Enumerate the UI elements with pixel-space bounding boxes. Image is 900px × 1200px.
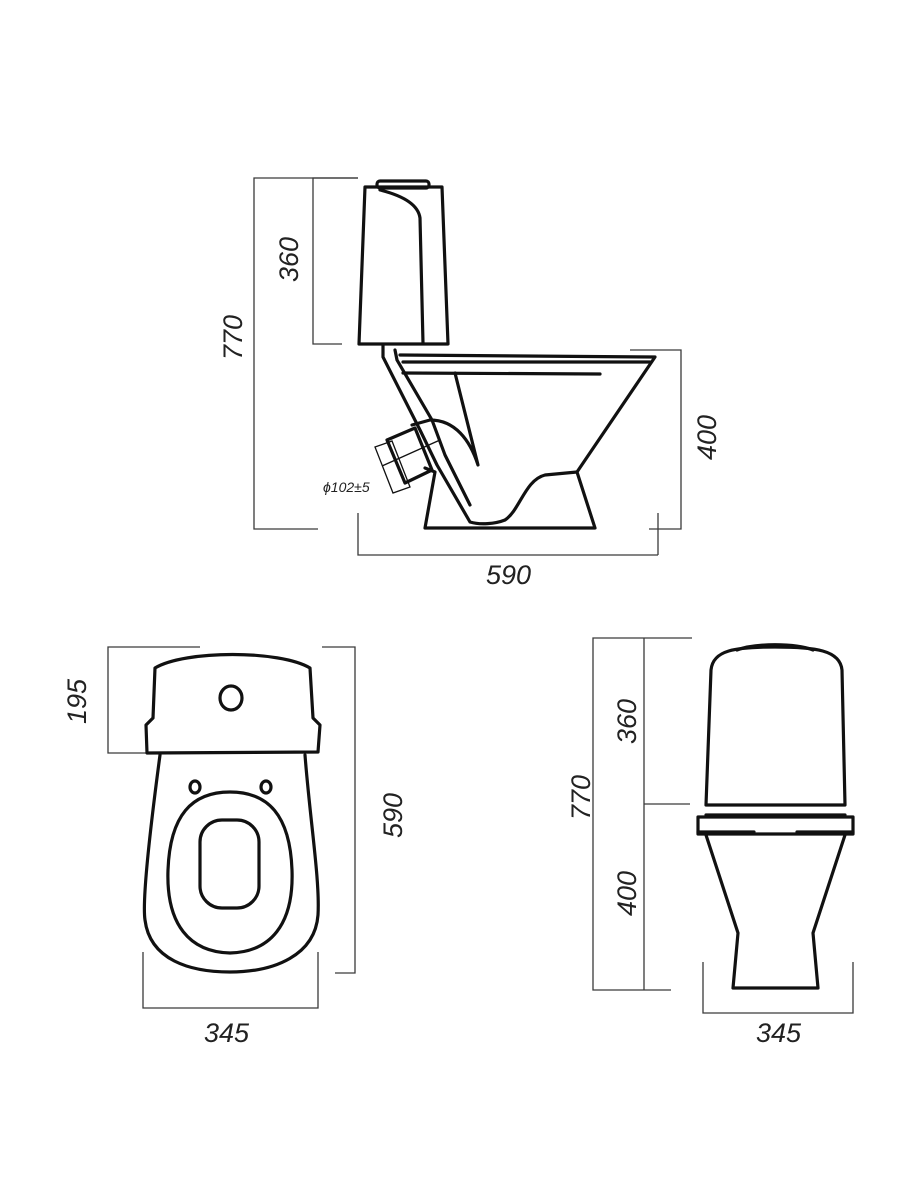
top-depth-label: 590 (378, 793, 408, 838)
side-dimension-lines (253, 177, 682, 556)
outlet-diameter-label: ϕ102±5 (323, 479, 370, 495)
side-view: 770 360 400 590 ϕ102±5 (218, 177, 722, 590)
front-tank-height-label: 360 (612, 699, 642, 744)
front-width-label: 345 (756, 1018, 802, 1048)
front-total-height-label: 770 (566, 775, 596, 820)
front-view: 770 360 400 345 (566, 637, 855, 1048)
front-bowl-height-label: 400 (612, 871, 642, 916)
side-bowl-height-label: 400 (692, 415, 722, 460)
side-total-height-label: 770 (218, 315, 248, 360)
side-depth-label: 590 (486, 560, 531, 590)
front-tank (704, 643, 847, 817)
side-tank (357, 179, 450, 346)
side-bowl (374, 343, 657, 530)
top-tank-depth-label: 195 (62, 678, 92, 724)
front-dimension-lines (592, 637, 854, 1014)
front-bowl (696, 815, 855, 990)
side-tank-height-label: 360 (274, 237, 304, 282)
top-dimension-lines (107, 646, 356, 1009)
top-tank (144, 652, 322, 755)
top-view: 195 590 345 (62, 646, 408, 1048)
top-bowl (142, 753, 320, 974)
top-width-label: 345 (204, 1018, 250, 1048)
